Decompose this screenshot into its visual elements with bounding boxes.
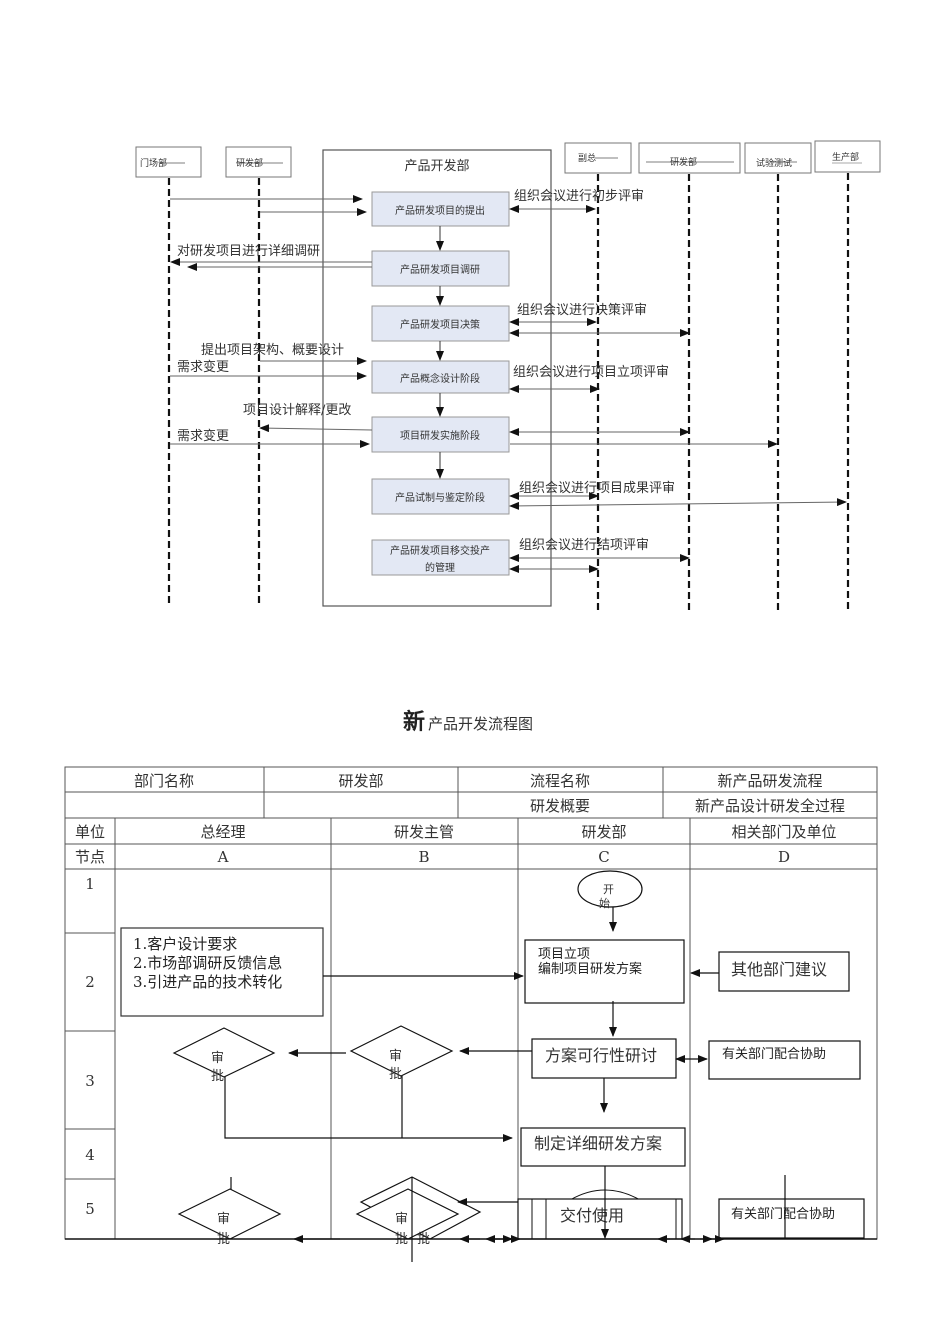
approve-text: 批 <box>211 1069 224 1084</box>
detailed-plan-text: 制定详细研发方案 <box>534 1134 662 1153</box>
annotation-detailed-research: 对研发项目进行详细调研 <box>177 243 320 259</box>
column-unit: 研发部 <box>581 823 626 841</box>
cooperate-text: 有关部门配合协助 <box>731 1207 835 1222</box>
annotation-design-explain: 项目设计解释/更改 <box>243 403 351 418</box>
step-box: 产品研发项目移交投产 的管理 <box>371 539 510 576</box>
approval-diamond-b2: 审 批 批 <box>355 1176 482 1247</box>
other-dept-text: 其他部门建议 <box>731 960 827 979</box>
step-box: 产品研发项目调研 <box>371 250 510 287</box>
message-arrows <box>170 195 847 573</box>
column-node: B <box>418 848 429 866</box>
lane-test: 试验测试 <box>744 142 812 612</box>
approve-text: 审 <box>217 1212 230 1227</box>
container-title: 产品开发部 <box>404 158 469 174</box>
process-name-label: 流程名称 <box>530 772 590 790</box>
lane-label: 门场部 <box>140 157 167 169</box>
dept-name-label: 部门名称 <box>134 772 194 790</box>
flowchart-table: 部门名称 研发部 流程名称 新产品研发流程 研发概要 新产品设计研发全过程 单位… <box>64 766 878 1240</box>
step-label: 产品研发项目移交投产 <box>390 544 490 557</box>
column-unit: 总经理 <box>200 823 245 841</box>
step-label: 的管理 <box>425 561 455 574</box>
lane-label: 副总 <box>578 152 596 164</box>
summary-value: 新产品设计研发全过程 <box>695 797 845 815</box>
inputs-line: 2.市场部调研反馈信息 <box>133 954 282 972</box>
node-label: 节点 <box>75 848 105 866</box>
annotation-architecture: 提出项目架构、概要设计 <box>201 342 344 358</box>
approval-diamond-b: 审 批 <box>349 1025 454 1082</box>
approve-text: 审 <box>389 1049 402 1064</box>
flowchart-title: 新 产品开发流程图 <box>403 709 533 735</box>
flowchart-shapes: 开 始 1.客户设计要求 2.市场部调研反馈信息 3.引进产品的技术转化 项目立… <box>65 870 877 1262</box>
annotation-requirement-change: 需求变更 <box>177 359 229 375</box>
approval-diamond-a2: 审 批 <box>177 1188 282 1247</box>
start-text: 始 <box>599 896 610 910</box>
lane-label: 试验测试 <box>756 157 792 169</box>
start-node: 开 始 <box>577 870 643 910</box>
inputs-line: 1.客户设计要求 <box>133 935 237 953</box>
row-number: 5 <box>85 1200 95 1218</box>
title-rest: 产品开发流程图 <box>428 715 533 733</box>
dept-name-value: 研发部 <box>338 772 383 790</box>
annotation-result-review: 组织会议进行项目成果评审 <box>519 481 675 496</box>
column-node: D <box>778 848 790 866</box>
unit-label: 单位 <box>75 823 105 841</box>
row-number: 4 <box>85 1146 95 1164</box>
product-dev-container <box>322 149 552 607</box>
delivery-box: 交付使用 <box>517 1189 683 1240</box>
project-line: 编制项目研发方案 <box>538 961 642 977</box>
feasibility-text: 方案可行性研讨 <box>545 1046 657 1065</box>
other-dept-box: 其他部门建议 <box>718 951 850 992</box>
row-number: 2 <box>85 973 95 991</box>
inputs-box: 1.客户设计要求 2.市场部调研反馈信息 3.引进产品的技术转化 <box>120 927 324 1017</box>
approve-text: 审 <box>211 1051 224 1066</box>
detailed-plan-box: 制定详细研发方案 <box>520 1127 686 1167</box>
step-label: 产品研发项目决策 <box>400 318 480 331</box>
cooperate-box: 有关部门配合协助 <box>708 1040 861 1080</box>
step-label: 产品概念设计阶段 <box>400 372 480 385</box>
step-box: 项目研发实施阶段 <box>371 416 510 453</box>
column-unit: 相关部门及单位 <box>731 823 836 841</box>
lane-rd-right: 研发部 <box>638 142 741 612</box>
sequence-diagram: 门场部 研发部 副总 研发部 试验测试 <box>135 140 881 612</box>
delivery-text: 交付使用 <box>560 1206 624 1225</box>
cooperate-box: 有关部门配合协助 <box>718 1198 865 1239</box>
annotation-initial-review: 组织会议进行初步评审 <box>514 189 644 204</box>
feasibility-box: 方案可行性研讨 <box>531 1038 677 1079</box>
start-text: 开 <box>603 883 614 896</box>
step-box: 产品研发项目决策 <box>371 305 510 342</box>
column-node: C <box>598 848 609 866</box>
step-box: 产品试制与鉴定阶段 <box>371 478 510 515</box>
lane-vp: 副总 <box>564 142 632 610</box>
approval-diamond-a: 审 批 <box>172 1027 276 1084</box>
project-line: 项目立项 <box>538 947 590 962</box>
annotation-closing-review: 组织会议进行结项评审 <box>519 538 649 553</box>
step-box: 产品研发项目的提出 <box>371 191 510 227</box>
lane-label: 生产部 <box>832 151 859 163</box>
lane-rd-left: 研发部 <box>225 146 292 606</box>
process-name-value: 新产品研发流程 <box>717 772 822 790</box>
annotation-decision-review: 组织会议进行决策评审 <box>517 302 647 318</box>
approve-text: 审 <box>395 1212 408 1227</box>
step-label: 产品研发项目调研 <box>400 263 480 276</box>
row-number: 3 <box>85 1072 95 1090</box>
column-node: A <box>217 848 229 866</box>
title-first-char: 新 <box>403 709 425 735</box>
row-number: 1 <box>85 875 95 893</box>
approve-text: 批 <box>389 1067 402 1082</box>
step-label: 项目研发实施阶段 <box>400 429 480 442</box>
inputs-line: 3.引进产品的技术转化 <box>133 973 282 991</box>
project-setup-box: 项目立项 编制项目研发方案 <box>524 939 685 1004</box>
step-box: 产品概念设计阶段 <box>371 360 510 394</box>
annotation-approval-review: 组织会议进行项目立项评审 <box>513 365 669 380</box>
lane-market: 门场部 <box>135 146 202 606</box>
annotation-requirement-change: 需求变更 <box>177 428 229 444</box>
summary-label: 研发概要 <box>530 797 590 815</box>
step-label: 产品试制与鉴定阶段 <box>395 491 485 504</box>
cooperate-text: 有关部门配合协助 <box>722 1047 826 1062</box>
lane-production: 生产部 <box>814 140 881 610</box>
column-unit: 研发主管 <box>394 823 454 841</box>
step-label: 产品研发项目的提出 <box>395 204 485 217</box>
